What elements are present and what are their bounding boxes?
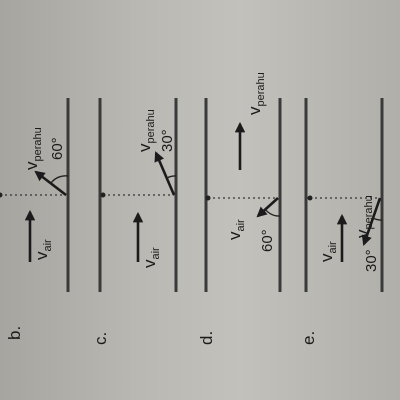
option-letter-e: e. — [299, 331, 318, 345]
option-e: vair vperahu 30° e. — [299, 98, 384, 345]
dotted-end-dot-b — [0, 192, 3, 198]
angle-label-b: 60° — [49, 137, 66, 160]
boat-velocity-label-b: vperahu — [22, 127, 44, 170]
angle-label-d: 60° — [259, 229, 276, 252]
boat-velocity-label-d: vperahu — [245, 72, 267, 115]
angle-arc-b — [50, 175, 69, 184]
boat-velocity-label-c: vperahu — [135, 109, 157, 152]
angle-label-e: 30° — [363, 249, 380, 272]
option-letter-c: c. — [91, 332, 110, 345]
boat-velocity-label-e: vperahu — [353, 195, 375, 238]
angle-arc-d — [264, 208, 281, 217]
boat-velocity-arrow-e — [361, 197, 382, 246]
angle-arc-c — [166, 175, 177, 179]
dotted-end-dot-e — [307, 195, 313, 201]
water-velocity-label-b: vair — [32, 239, 54, 260]
angle-arc-e — [372, 217, 383, 221]
dotted-end-dot-c — [100, 192, 106, 198]
water-velocity-label-d: vair — [225, 219, 247, 240]
option-letter-b: b. — [5, 326, 24, 340]
boat-velocity-arrow-b — [34, 170, 67, 197]
angle-label-c: 30° — [159, 129, 176, 152]
option-d: vperahu vair 60° d. — [197, 72, 282, 345]
water-velocity-label-e: vair — [317, 241, 339, 262]
dotted-end-dot-d — [205, 195, 211, 201]
water-velocity-label-c: vair — [140, 247, 162, 268]
boat-velocity-arrow-c — [154, 151, 176, 196]
option-c: vair vperahu 30° c. — [91, 98, 178, 345]
boat-velocity-arrow-d — [256, 197, 279, 218]
option-letter-d: d. — [197, 331, 216, 345]
option-b: vair vperahu 60° b. — [0, 98, 70, 340]
